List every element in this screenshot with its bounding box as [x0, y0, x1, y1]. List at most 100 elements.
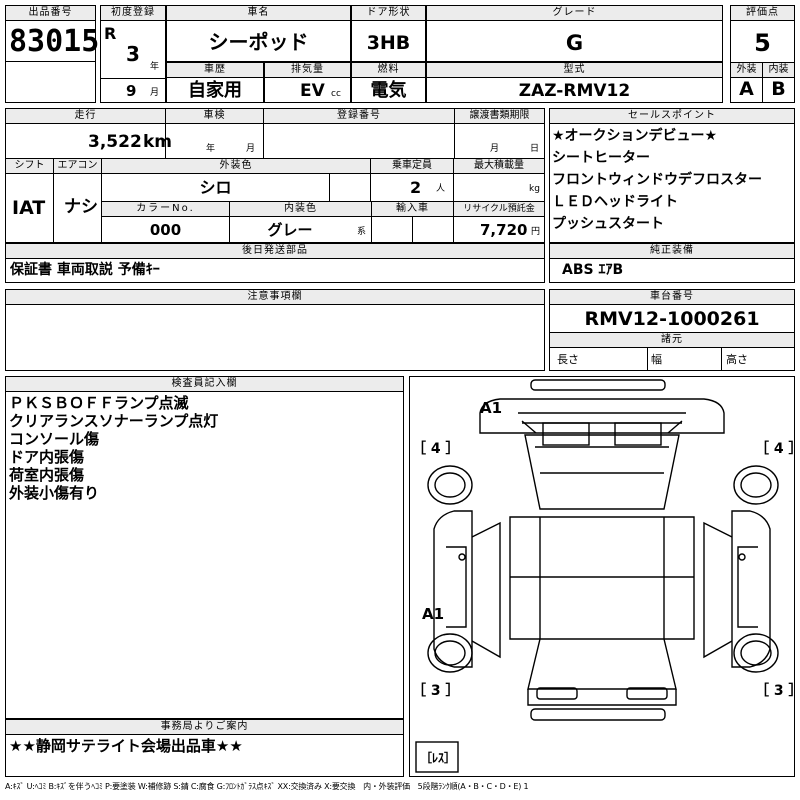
inspection-label: 車検	[166, 109, 263, 124]
spare-tire: ［ﾚｽ］	[420, 751, 457, 765]
chassis-label: 車台番号	[550, 290, 794, 305]
sales-point: ★オークションデビュー★	[552, 128, 718, 144]
dim-width-label: 幅	[651, 353, 662, 366]
first-reg-box	[100, 5, 166, 103]
equipment-box	[549, 243, 795, 283]
door-box	[351, 5, 426, 62]
fuel-label: 燃料	[352, 63, 425, 78]
transfer-day-unit: 日	[530, 144, 540, 154]
first-reg-month-unit: 月	[150, 88, 160, 98]
aircon: ナシ	[64, 197, 98, 217]
grade-box	[426, 5, 723, 62]
car-name-label: 車名	[167, 6, 350, 21]
grade-label: グレード	[427, 6, 722, 21]
mileage-unit: km	[143, 132, 173, 152]
inspector-notes: ＰＫＳＢＯＦＦランプ点滅 クリアランスソナーランプ点灯 コンソール傷 ドア内張傷…	[9, 394, 218, 502]
recycle-label: リサイクル預託金	[454, 202, 544, 217]
damage-mark-top: A1	[480, 399, 503, 417]
int-grade: B	[771, 78, 786, 100]
inspector-line: 外装小傷有り	[9, 484, 100, 502]
sales-points-label: セールスポイント	[550, 109, 794, 124]
tire-rear-left: ［ 3 ］	[412, 683, 460, 699]
chassis-number: RMV12-1000261	[584, 308, 760, 330]
lot-label: 出品番号	[6, 6, 95, 21]
tire-front-right: ［ 4 ］	[755, 441, 800, 457]
notes-box	[5, 289, 545, 371]
sales-point: シートヒーター	[552, 150, 650, 166]
displacement-label: 排気量	[265, 63, 350, 78]
capacity-unit: 人	[436, 184, 446, 194]
reg-no-label: 登録番号	[264, 109, 454, 124]
recycle-unit: 円	[531, 227, 541, 237]
model: ZAZ-RMV12	[518, 81, 631, 101]
office-label: 事務局よりご案内	[6, 720, 403, 735]
ext-label: 外装	[731, 63, 762, 78]
dimensions-label: 諸元	[550, 333, 794, 348]
load-label: 最大積載量	[454, 159, 544, 174]
recycle-deposit: 7,720	[480, 221, 528, 239]
capacity: 2	[410, 178, 422, 197]
lot-box	[5, 5, 96, 103]
later-parts-label: 後日発送部品	[6, 244, 544, 259]
later-parts-box	[5, 243, 545, 283]
equipment: ABS ｴｱB	[562, 262, 624, 278]
ext-color-label: 外装色	[102, 159, 370, 174]
model-box	[426, 62, 723, 103]
inspector-line: ＰＫＳＢＯＦＦランプ点滅	[9, 394, 189, 412]
score-label: 評価点	[731, 6, 794, 21]
first-reg-label: 初度登録	[101, 6, 165, 21]
sales-points-list: ★オークションデビュー★ シートヒーター フロントウィンドウデフロスター ＬＥＤ…	[552, 129, 762, 239]
door-type: 3HB	[366, 32, 411, 54]
car-name-box	[166, 5, 351, 62]
first-reg-year: 3	[126, 42, 140, 66]
int-label: 内装	[763, 63, 794, 78]
tire-rear-right: ［ 3 ］	[755, 683, 800, 699]
sales-point: ＬＥＤヘッドライト	[552, 194, 678, 210]
chassis-box	[549, 289, 795, 371]
sales-points-box	[549, 108, 795, 243]
spec-box	[5, 108, 545, 243]
history: 自家用	[188, 80, 242, 101]
transfer-month-unit: 月	[490, 144, 500, 154]
history-label: 車歴	[167, 63, 263, 78]
model-label: 型式	[427, 63, 722, 78]
equipment-label: 純正装備	[550, 244, 794, 259]
displacement: EV	[300, 81, 325, 101]
fuel-box	[351, 62, 426, 103]
int-color: グレー	[267, 221, 313, 239]
load-unit: kg	[529, 184, 540, 194]
aircon-label: エアコン	[54, 159, 101, 174]
int-color-label: 内装色	[230, 202, 371, 217]
fuel: 電気	[370, 80, 407, 101]
first-reg-year-unit: 年	[150, 62, 160, 72]
car-name: シーポッド	[208, 30, 309, 54]
inspector-line: 荷室内張傷	[9, 466, 85, 484]
diagram-box	[409, 376, 795, 777]
tire-front-left: ［ 4 ］	[412, 441, 460, 457]
inspector-box	[5, 376, 404, 719]
lot-number: 83015	[9, 24, 100, 59]
ext-grade: A	[739, 78, 754, 100]
capacity-label: 乗車定員	[371, 159, 453, 174]
first-reg-era: R	[104, 24, 117, 43]
insp-month-unit: 月	[246, 144, 256, 154]
damage-mark-side: A1	[422, 605, 445, 623]
inspector-label: 検査員記入欄	[6, 377, 403, 392]
score: 5	[754, 29, 771, 57]
mileage: 3,522	[88, 132, 142, 152]
door-label: ドア形状	[352, 6, 425, 21]
later-parts: 保証書 車両取説 予備ｷｰ	[10, 262, 160, 278]
sales-point: フロントウィンドウデフロスター	[552, 172, 762, 188]
inspector-line: クリアランスソナーランプ点灯	[9, 412, 219, 430]
mileage-label: 走行	[6, 109, 165, 124]
transfer-label: 譲渡書類期限	[455, 109, 544, 124]
dim-length-label: 長さ	[557, 353, 579, 366]
inspector-line: ドア内張傷	[9, 448, 85, 466]
dim-height-label: 高さ	[726, 353, 748, 366]
shift-label: シフト	[6, 159, 53, 174]
office-note: ★★静岡サテライト会場出品車★★	[9, 737, 243, 755]
shift: IAT	[12, 197, 46, 219]
ext-color: シロ	[199, 178, 232, 197]
car-body-diagram	[415, 379, 779, 773]
inspector-line: コンソール傷	[9, 430, 100, 448]
